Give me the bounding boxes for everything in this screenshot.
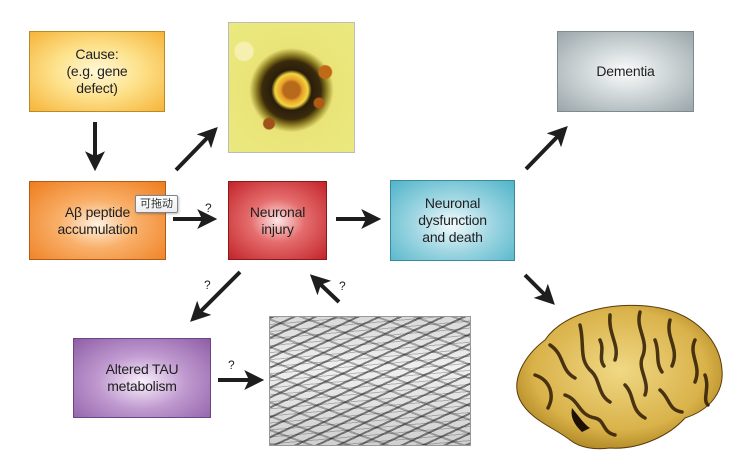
node-abeta-accumulation: Aβ peptide accumulation bbox=[29, 181, 166, 260]
node-abeta-label: Aβ peptide accumulation bbox=[57, 203, 138, 237]
arrow-abeta-to-plaque bbox=[174, 126, 218, 172]
arrow-tangles-to-injury bbox=[309, 274, 341, 304]
draggable-tooltip[interactable]: 可拖动 bbox=[135, 195, 178, 213]
amyloid-plaque-image bbox=[228, 22, 355, 153]
question-mark-injury-tau: ? bbox=[204, 278, 211, 292]
node-neuronal-dysfunction: Neuronal dysfunction and death bbox=[390, 180, 515, 261]
node-injury-label: Neuronal injury bbox=[249, 203, 306, 237]
node-dementia-label: Dementia bbox=[596, 63, 655, 79]
brain-image bbox=[516, 304, 723, 450]
node-altered-tau: Altered TAU metabolism bbox=[73, 338, 211, 418]
question-mark-tangles-injury: ? bbox=[339, 279, 346, 293]
node-dementia: Dementia bbox=[557, 31, 694, 112]
node-cause: Cause: (e.g. gene defect) bbox=[29, 31, 165, 112]
brain-sylvian-fissure bbox=[571, 408, 590, 432]
node-cause-label: Cause: (e.g. gene defect) bbox=[66, 46, 128, 96]
arrow-dysfunction-to-brain bbox=[523, 273, 555, 305]
neurofibrillary-tangles-image bbox=[269, 316, 471, 446]
node-neuronal-injury: Neuronal injury bbox=[228, 181, 327, 260]
arrow-injury-to-tau bbox=[190, 270, 242, 322]
question-mark-abeta-injury: ? bbox=[205, 201, 212, 215]
question-mark-tau-tangles: ? bbox=[228, 358, 235, 372]
arrow-dysfunction-to-dementia bbox=[524, 125, 568, 171]
node-dysfunction-label: Neuronal dysfunction and death bbox=[418, 195, 487, 245]
node-tau-label: Altered TAU metabolism bbox=[105, 361, 179, 394]
brain-silhouette bbox=[516, 304, 723, 450]
